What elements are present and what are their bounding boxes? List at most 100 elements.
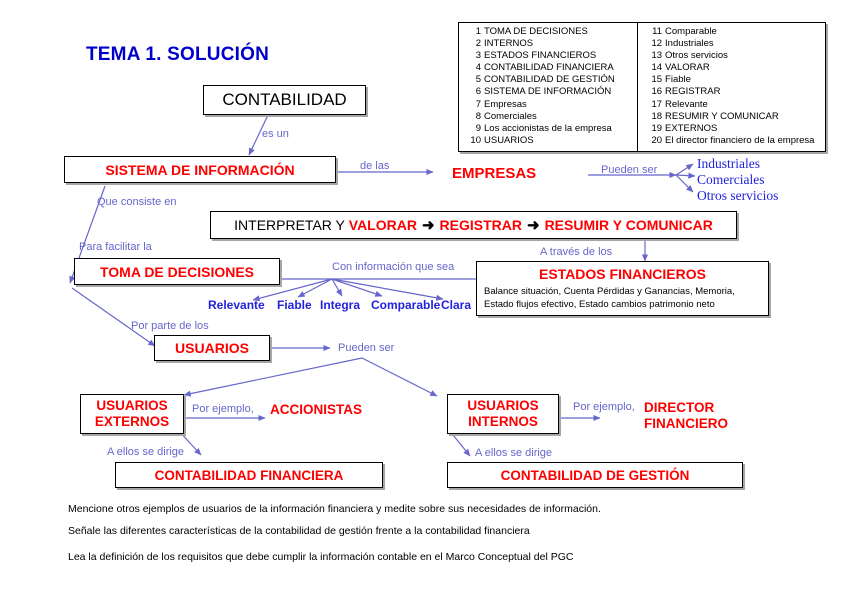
- legend-item-number: 16: [651, 86, 663, 98]
- label-director-financiero-line2: FINANCIERO: [644, 416, 728, 431]
- legend-item-number: 10: [470, 134, 481, 146]
- legend-item-label: INTERNOS: [484, 38, 534, 50]
- legend-item-number: 18: [651, 110, 663, 122]
- connector-label-con-informacion-que-sea: Con información que sea: [332, 261, 455, 273]
- box-contabilidad-label: CONTABILIDAD: [222, 90, 347, 109]
- connector-label-por-parte-de-los: Por parte de los: [131, 320, 209, 332]
- arrow-quality-fiable: [297, 278, 333, 298]
- box-usuarios-externos: USUARIOS EXTERNOS: [80, 394, 184, 434]
- legend-item-number: 4: [475, 62, 481, 74]
- legend-item-number: 9: [475, 122, 481, 134]
- legend-item-label: Relevante: [665, 98, 708, 110]
- quality-clara: Clara: [441, 298, 472, 312]
- label-accionistas: ACCIONISTAS: [270, 402, 363, 417]
- legend-item-label: El director financiero de la empresa: [665, 134, 815, 146]
- arrow-empresas-comerciales: [675, 172, 696, 179]
- legend-item-number: 8: [475, 110, 481, 122]
- legend-item-label: USUARIOS: [484, 134, 534, 146]
- box-usuarios: USUARIOS: [154, 335, 270, 361]
- box-proceso-contable: INTERPRETAR Y VALORAR ➜ REGISTRAR ➜ RESU…: [210, 211, 737, 239]
- label-empresas: EMPRESAS: [452, 165, 537, 182]
- label-director-financiero-line1: DIRECTOR: [644, 400, 715, 415]
- legend-item-label: EXTERNOS: [665, 122, 718, 134]
- quality-fiable: Fiable: [277, 298, 312, 312]
- box-contabilidad-de-gestion-label: CONTABILIDAD DE GESTIÓN: [500, 467, 690, 483]
- page-title: TEMA 1. SOLUCIÓN: [86, 44, 270, 65]
- legend-item-number: 14: [651, 62, 663, 74]
- legend-item-label: TOMA DE DECISIONES: [484, 26, 588, 37]
- legend-item-label: CONTABILIDAD DE GESTIÓN: [484, 74, 615, 86]
- legend-item-number: 6: [475, 86, 481, 98]
- connector-label-por-ejemplo-internos: Por ejemplo,: [573, 401, 635, 413]
- box-usuarios-internos-line2: INTERNOS: [468, 414, 538, 429]
- box-usuarios-externos-line2: EXTERNOS: [94, 414, 170, 429]
- arrow-empresas-industriales: [675, 163, 694, 176]
- legend-item-number: 11: [652, 26, 663, 37]
- connector-label-que-consiste-en: Que consiste en: [97, 196, 177, 208]
- right-arrow-icon-1: ➜: [421, 217, 435, 234]
- quality-integra: Integra: [320, 298, 361, 312]
- box-usuarios-internos-line1: USUARIOS: [467, 398, 539, 413]
- note-line-3: Lea la definición de los requisitos que …: [68, 551, 574, 563]
- connector-label-a-ellos-se-dirige-internos: A ellos se dirige: [475, 447, 553, 459]
- box-contabilidad-de-gestion: CONTABILIDAD DE GESTIÓN: [447, 462, 743, 488]
- connector-label-pueden-ser-empresas: Pueden ser: [601, 164, 658, 176]
- box-estados-financieros-line2: Estado flujos efectivo, Estado cambios p…: [484, 298, 715, 310]
- legend-item-label: RESUMIR Y COMUNICAR: [665, 110, 779, 122]
- legend-item-label: SISTEMA DE INFORMACIÓN: [484, 86, 612, 98]
- legend-item-label: Comparable: [665, 26, 717, 37]
- box-usuarios-externos-line1: USUARIOS: [96, 398, 168, 413]
- legend-item-number: 3: [475, 50, 481, 62]
- arrow-toma-to-usuarios: [71, 287, 156, 347]
- legend-item-number: 15: [651, 74, 663, 86]
- empresa-type-otros-servicios: Otros servicios: [697, 188, 779, 203]
- arrow-quality-integra: [331, 278, 343, 297]
- connector-label-de-las: de las: [360, 160, 390, 172]
- legend-item-number: 1: [475, 26, 481, 37]
- box-contabilidad: CONTABILIDAD: [203, 85, 366, 115]
- label-resumir-y-comunicar: RESUMIR Y COMUNICAR: [544, 217, 713, 233]
- label-registrar: REGISTRAR: [439, 217, 522, 233]
- box-toma-de-decisiones-label: TOMA DE DECISIONES: [99, 263, 255, 280]
- box-contabilidad-financiera-label: CONTABILIDAD FINANCIERA: [154, 467, 344, 483]
- arrow-to-usuarios-internos: [361, 357, 438, 397]
- legend-item-label: Fiable: [665, 74, 691, 86]
- box-usuarios-internos: USUARIOS INTERNOS: [447, 394, 559, 434]
- legend-item-number: 5: [475, 74, 481, 86]
- connector-label-es-un: es un: [262, 128, 289, 140]
- legend-item-label: REGISTRAR: [665, 86, 721, 98]
- empresa-type-industriales: Industriales: [697, 156, 760, 171]
- box-sistema-de-informacion-label: SISTEMA DE INFORMACIÓN: [105, 161, 295, 178]
- box-contabilidad-financiera: CONTABILIDAD FINANCIERA: [115, 462, 383, 488]
- estados-financieros-content: ESTADOS FINANCIEROS Balance situación, C…: [477, 262, 768, 315]
- legend-item-label: Industriales: [665, 38, 714, 50]
- legend-item-label: Empresas: [484, 98, 527, 110]
- box-estados-financieros-line1: Balance situación, Cuenta Pérdidas y Gan…: [484, 286, 735, 297]
- right-arrow-icon-2: ➜: [526, 217, 540, 234]
- box-toma-de-decisiones: TOMA DE DECISIONES: [74, 258, 280, 285]
- connector-label-pueden-ser-usuarios: Pueden ser: [338, 342, 395, 354]
- note-line-1: Mencione otros ejemplos de usuarios de l…: [68, 503, 601, 515]
- connector-label-por-ejemplo-externos: Por ejemplo,: [192, 403, 254, 415]
- legend-item-label: ESTADOS FINANCIEROS: [484, 50, 597, 62]
